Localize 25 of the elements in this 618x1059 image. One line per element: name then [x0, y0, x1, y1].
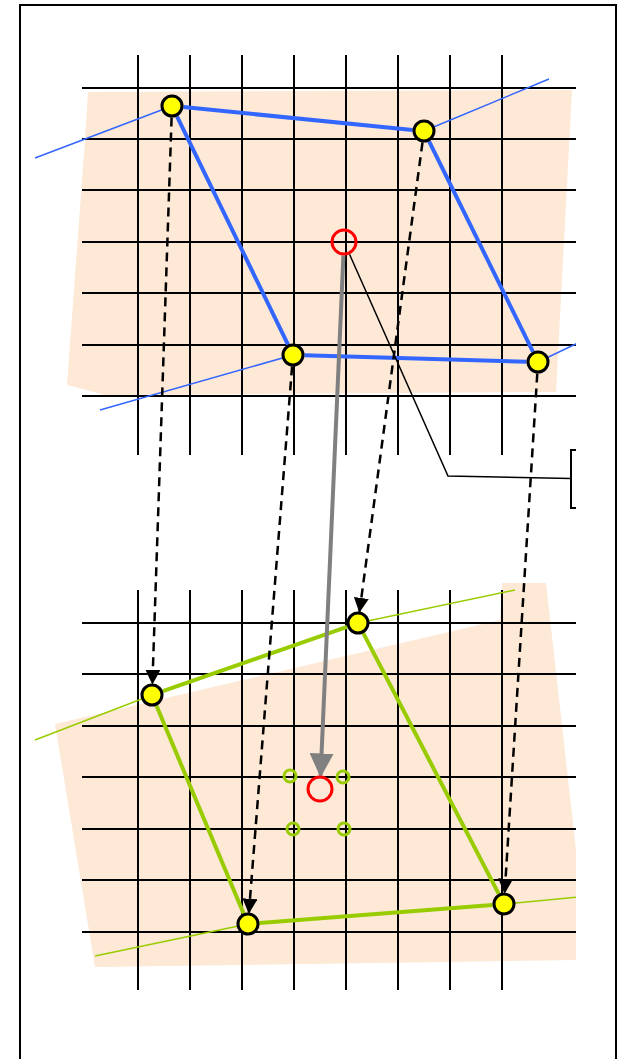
connector-line [361, 632, 501, 895]
control-point [526, 350, 550, 374]
arrow [498, 373, 539, 894]
control-point [346, 611, 370, 635]
connector-line [304, 353, 527, 364]
control-point [281, 343, 305, 367]
arrow [242, 366, 294, 914]
control-point [412, 119, 436, 143]
connector-line [154, 704, 246, 915]
arrow [309, 255, 346, 778]
connector-line [427, 140, 535, 353]
control-point [140, 683, 164, 707]
connector-line [162, 624, 348, 694]
connector-line [183, 105, 413, 132]
center-circle [306, 775, 334, 803]
control-point [160, 94, 184, 118]
center-circle [330, 228, 358, 256]
bracket-box [570, 449, 577, 509]
connector-line [175, 115, 290, 346]
arrow [145, 117, 173, 685]
connector-line [259, 902, 493, 926]
control-point [236, 912, 260, 936]
leader-line [348, 253, 572, 480]
arrow [353, 142, 424, 613]
control-point [492, 892, 516, 916]
